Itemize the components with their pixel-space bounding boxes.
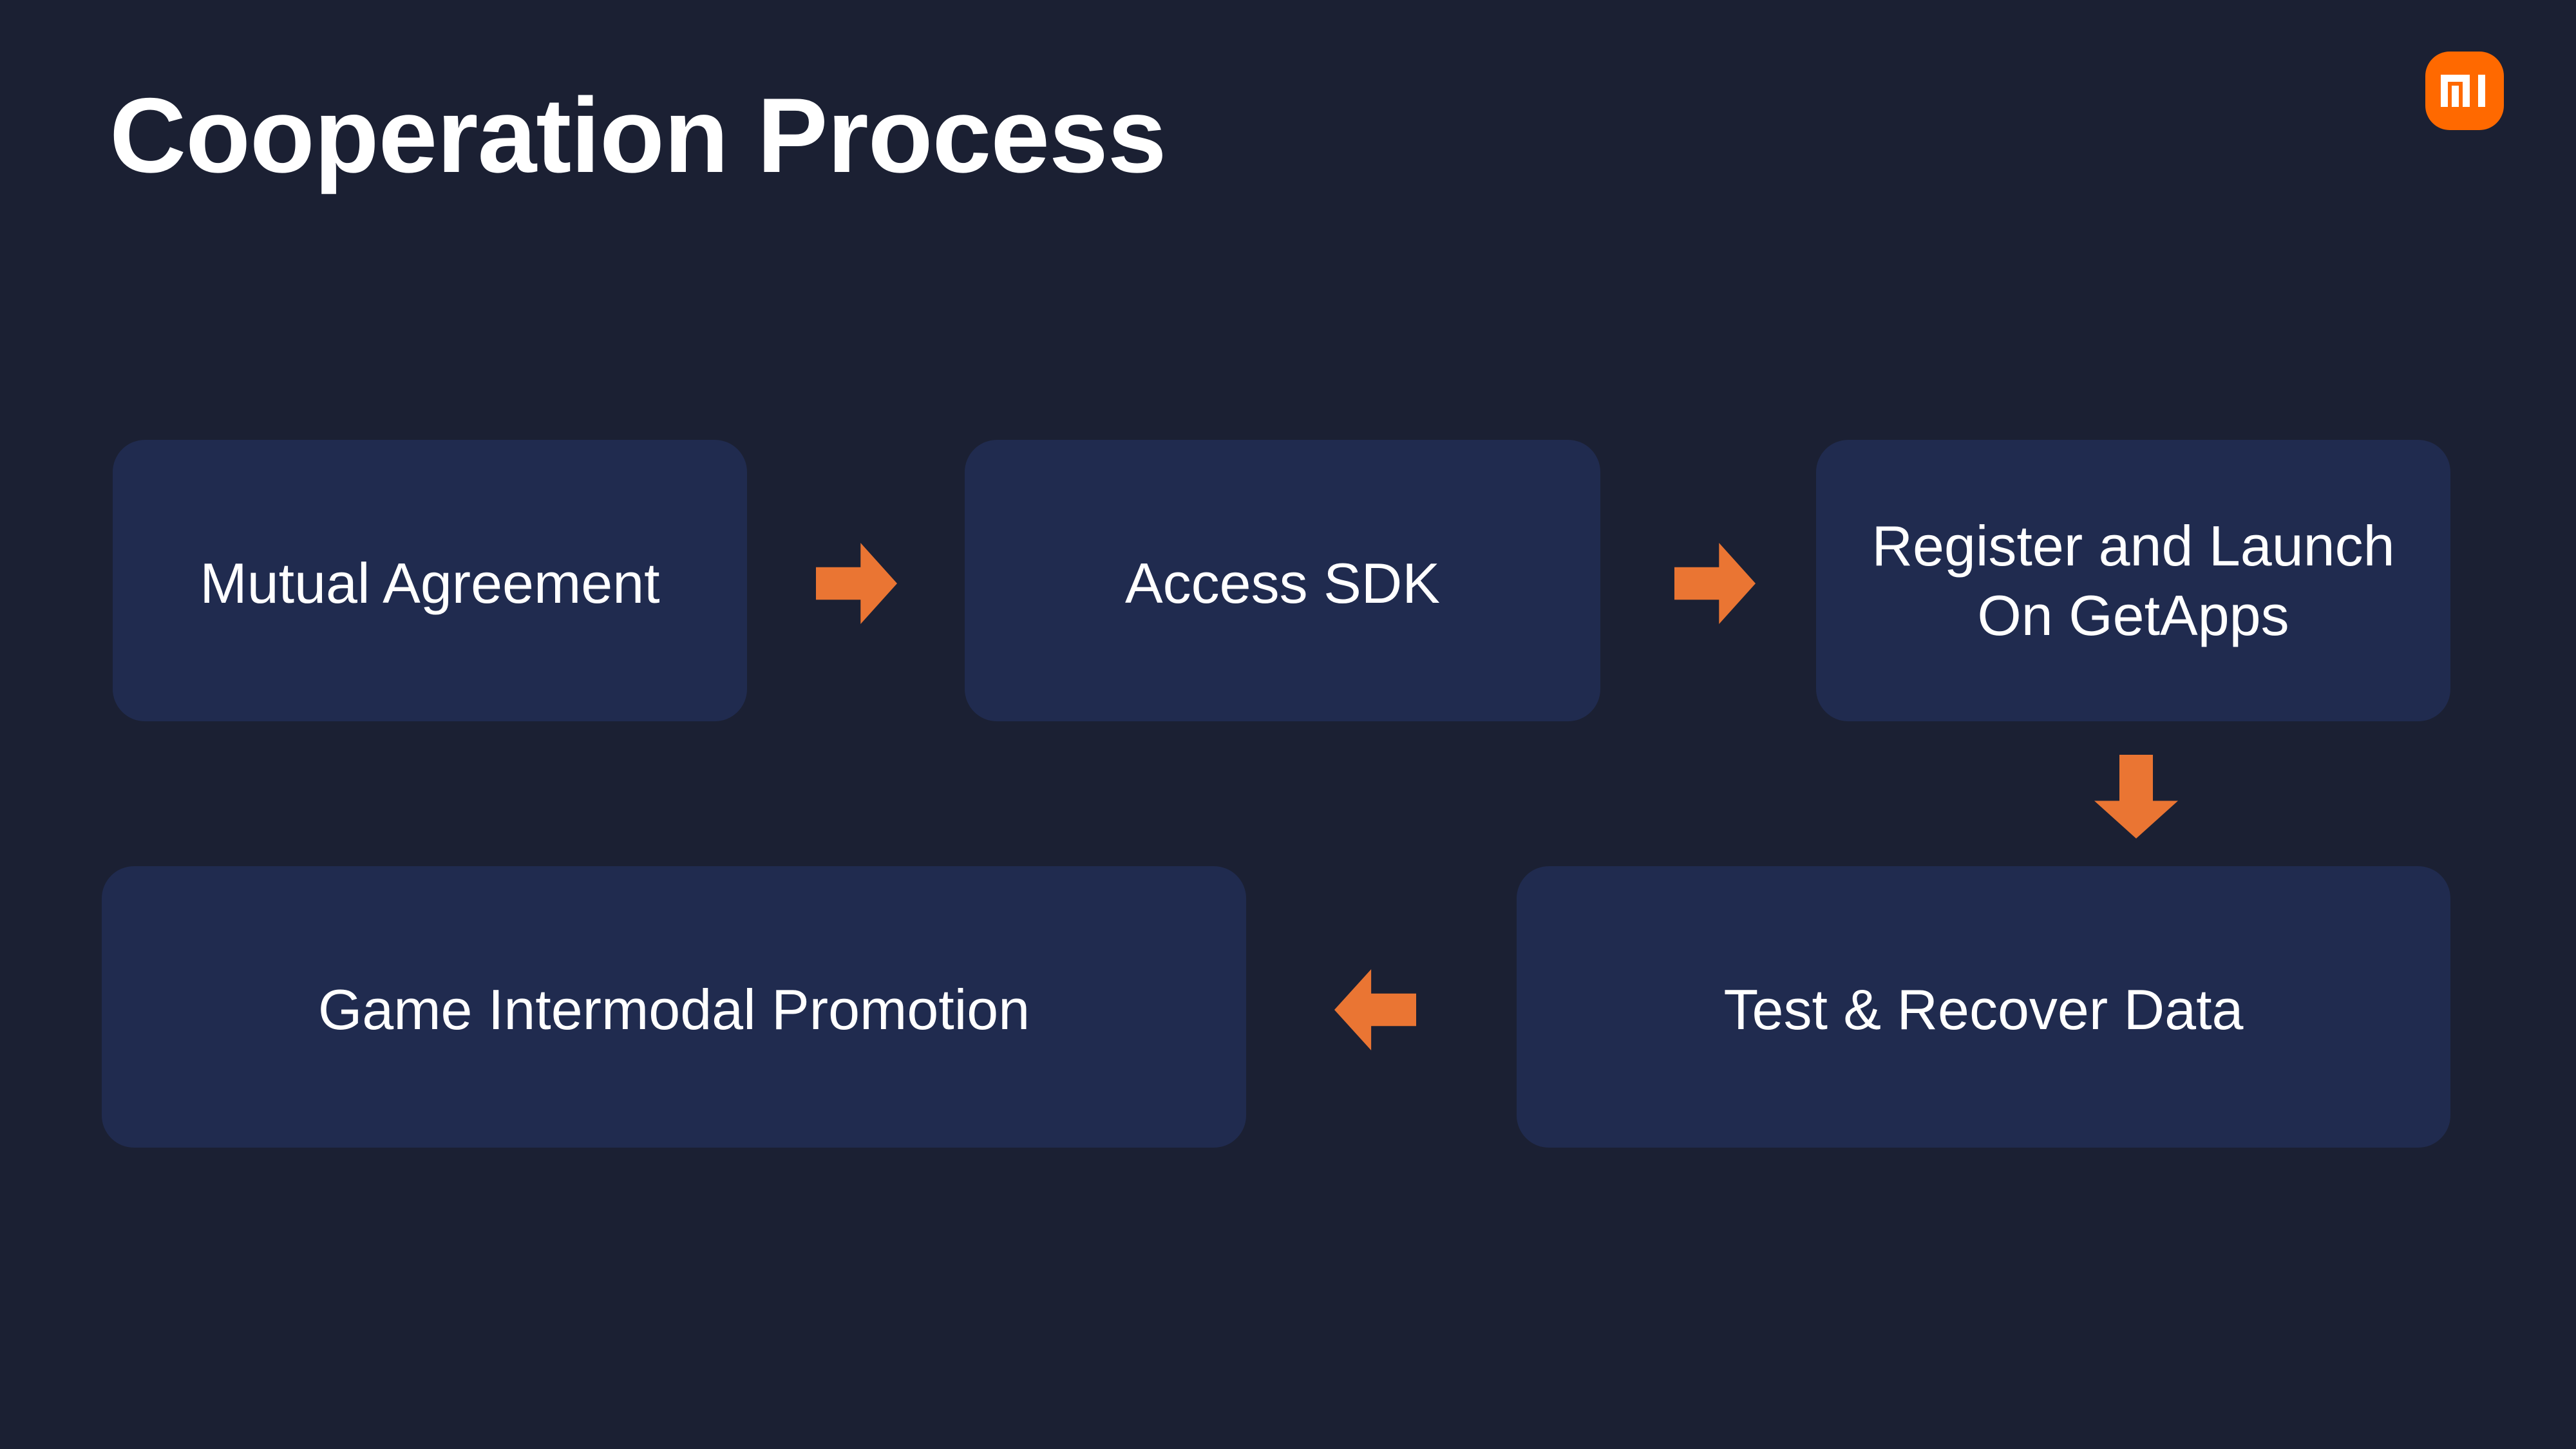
- process-step-label: Test & Recover Data: [1723, 977, 2244, 1041]
- process-step-label: Register and Launch On GetApps: [1871, 514, 2395, 647]
- process-step-mutual-agreement[interactable]: Mutual Agreement: [113, 440, 747, 721]
- mi-logo: [2425, 52, 2504, 130]
- process-step-label: Game Intermodal Promotion: [317, 977, 1030, 1041]
- page-title: Cooperation Process: [109, 76, 1167, 194]
- process-step-game-promotion[interactable]: Game Intermodal Promotion: [102, 866, 1246, 1148]
- process-step-label: Mutual Agreement: [200, 551, 660, 615]
- process-step-register-launch[interactable]: Register and Launch On GetApps: [1816, 440, 2450, 721]
- process-step-access-sdk[interactable]: Access SDK: [965, 440, 1600, 721]
- arrow-down-icon: [2094, 755, 2178, 838]
- arrow-right-icon: [1674, 543, 1756, 624]
- arrow-left-icon: [1334, 969, 1416, 1050]
- process-step-label: Access SDK: [1124, 551, 1441, 615]
- process-step-test-recover[interactable]: Test & Recover Data: [1517, 866, 2450, 1148]
- arrow-right-icon: [816, 543, 897, 624]
